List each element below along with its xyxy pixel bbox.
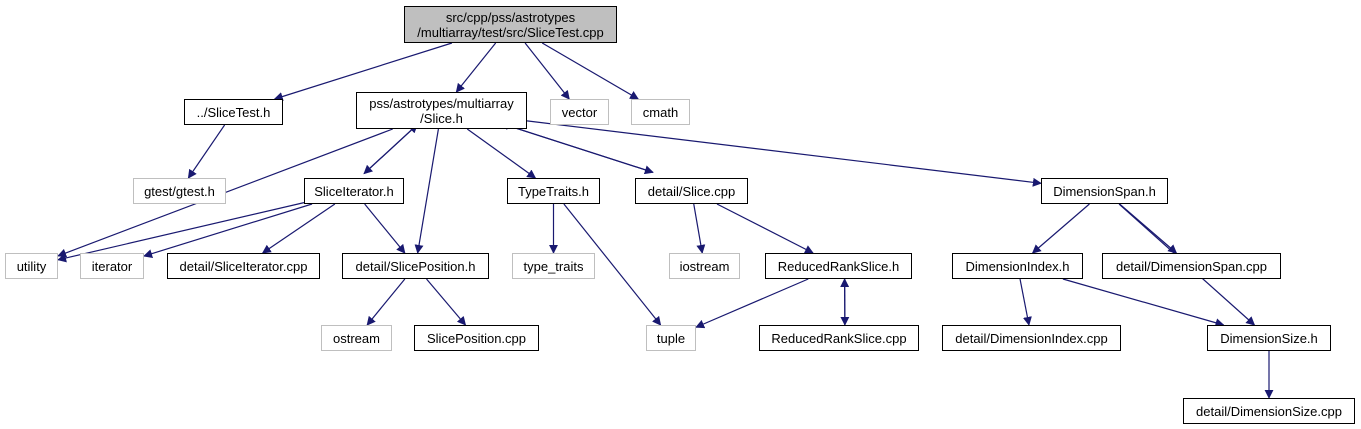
node-detail-dimensionspan-cpp[interactable]: detail/DimensionSpan.cpp bbox=[1102, 253, 1281, 279]
node-cmath: cmath bbox=[631, 99, 690, 125]
edge-detail_slice_cpp-to-iostream bbox=[693, 203, 706, 254]
edge-slice_h-to-typetraits_h bbox=[466, 128, 537, 179]
node-root-slicetest-cpp: src/cpp/pss/astrotypes /multiarray/test/… bbox=[404, 6, 617, 43]
edge-detail_slice_cpp-to-slice_h bbox=[499, 121, 654, 173]
node-dimensionindex-h[interactable]: DimensionIndex.h bbox=[952, 253, 1083, 279]
node-slice-h[interactable]: pss/astrotypes/multiarray /Slice.h bbox=[356, 92, 527, 129]
node-dimensionsize-h[interactable]: DimensionSize.h bbox=[1207, 325, 1331, 351]
node-iostream: iostream bbox=[669, 253, 740, 279]
node-gtest: gtest/gtest.h bbox=[133, 178, 226, 204]
node-detail-sliceiterator-cpp[interactable]: detail/SliceIterator.cpp bbox=[167, 253, 320, 279]
node-detail-dimensionindex-cpp[interactable]: detail/DimensionIndex.cpp bbox=[942, 325, 1121, 351]
edge-slicetest_h-to-gtest bbox=[187, 124, 226, 179]
node-typetraits-h[interactable]: TypeTraits.h bbox=[507, 178, 600, 204]
edge-dimensionspan_h-to-dimensionindex_h bbox=[1031, 203, 1090, 254]
node-detail-dimensionsize-cpp[interactable]: detail/DimensionSize.cpp bbox=[1183, 398, 1355, 424]
node-ostream: ostream bbox=[321, 325, 392, 351]
edge-root-to-slice_h bbox=[455, 42, 497, 93]
edge-sliceiterator_h-to-utility bbox=[57, 202, 305, 263]
edge-sliceiterator_h-to-slice_h bbox=[363, 123, 418, 175]
edge-detail_sliceposition_h-to-ostream bbox=[366, 278, 406, 326]
edge-root-to-cmath bbox=[541, 42, 639, 100]
edge-slice_h-to-detail_sliceposition_h bbox=[414, 128, 439, 254]
node-vector: vector bbox=[550, 99, 609, 125]
node-slicetest-h[interactable]: ../SliceTest.h bbox=[184, 99, 283, 125]
node-reducedrankslice-h[interactable]: ReducedRankSlice.h bbox=[765, 253, 912, 279]
edge-sliceiterator_h-to-iterator bbox=[143, 203, 313, 258]
edge-sliceiterator_h-to-detail_sliceiterator_cpp bbox=[261, 203, 336, 254]
edge-dimensionindex_h-to-dimensionsize_h bbox=[1062, 278, 1225, 328]
edge-detail_slice_cpp-to-reducedrankslice_h bbox=[716, 203, 814, 254]
edge-dimensionindex_h-to-detail_dimensionindex_cpp bbox=[1019, 278, 1032, 326]
node-type-traits: type_traits bbox=[512, 253, 595, 279]
edge-root-to-vector bbox=[524, 42, 570, 100]
node-detail-slice-cpp[interactable]: detail/Slice.cpp bbox=[635, 178, 748, 204]
edge-root-to-slicetest_h bbox=[273, 42, 453, 101]
node-detail-sliceposition-h[interactable]: detail/SlicePosition.h bbox=[342, 253, 489, 279]
node-iterator: iterator bbox=[80, 253, 144, 279]
edge-detail_sliceposition_h-to-sliceposition_cpp bbox=[426, 278, 467, 326]
node-sliceiterator-h[interactable]: SliceIterator.h bbox=[304, 178, 404, 204]
edge-slice_h-to-dimensionspan_h bbox=[526, 120, 1042, 187]
edge-reducedrankslice_h-to-tuple bbox=[695, 278, 809, 329]
node-dimensionspan-h[interactable]: DimensionSpan.h bbox=[1041, 178, 1168, 204]
edge-typetraits_h-to-tuple bbox=[563, 203, 662, 326]
node-utility: utility bbox=[5, 253, 58, 279]
edge-sliceiterator_h-to-detail_sliceposition_h bbox=[364, 203, 406, 254]
node-reducedrankslice-cpp[interactable]: ReducedRankSlice.cpp bbox=[759, 325, 919, 351]
node-tuple: tuple bbox=[646, 325, 696, 351]
node-sliceposition-cpp[interactable]: SlicePosition.cpp bbox=[414, 325, 539, 351]
